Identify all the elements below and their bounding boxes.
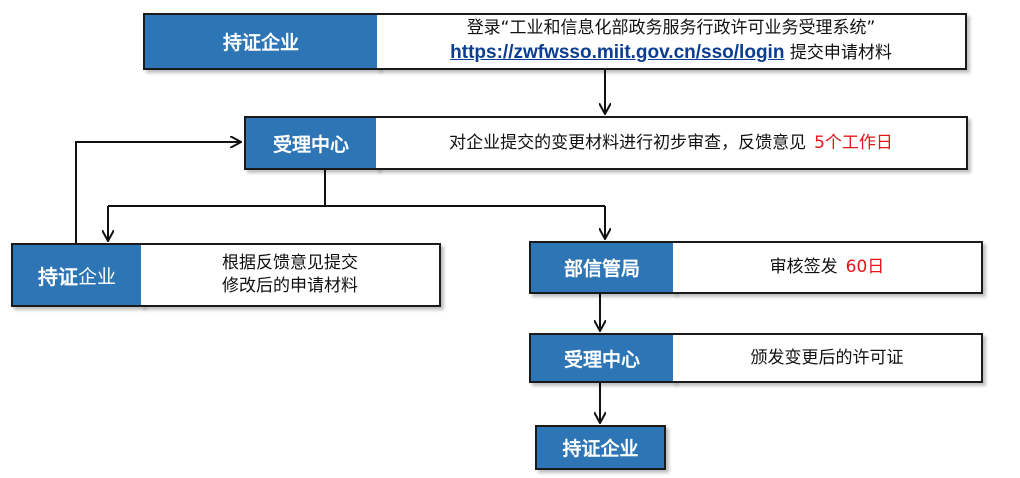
left-company-label-bold: 持证: [37, 264, 78, 289]
final-company-label: 持证企业: [535, 425, 666, 470]
left-company-line1: 根据反馈意见提交: [222, 253, 358, 274]
ministry-label-text: 部信管局: [563, 258, 640, 280]
top-login-suffix: 提交申请材料: [789, 43, 892, 64]
left-company-line2: 修改后的申请材料: [222, 276, 358, 296]
left-company-label: 持证企业: [11, 243, 143, 307]
center1-days: 5个工作日: [814, 132, 893, 153]
center2-text: 颁发变更后的许可证: [750, 347, 904, 368]
top-company-label-text: 持证企业: [222, 32, 299, 54]
center1-label: 受理中心: [244, 116, 378, 170]
center1-text: 对企业提交的变更材料进行初步审查，反馈意见: [449, 132, 807, 153]
ministry-description: 审核签发 60日: [673, 241, 983, 294]
ministry-text: 审核签发: [769, 257, 838, 278]
center2-label: 受理中心: [529, 333, 675, 383]
arrow-feedback-loop: [75, 142, 240, 243]
ministry-label: 部信管局: [529, 241, 675, 294]
left-company-description: 根据反馈意见提交 修改后的申请材料: [141, 243, 441, 307]
login-url-link[interactable]: https://zwfwsso.miit.gov.cn/sso/login: [450, 42, 785, 64]
top-login-description: 登录“工业和信息化部政务服务行政许可业务受理系统” https://zwfwss…: [377, 13, 967, 70]
ministry-days: 60日: [845, 257, 885, 278]
split-line: [108, 170, 326, 207]
center2-label-text: 受理中心: [563, 348, 640, 371]
top-company-label: 持证企业: [143, 13, 379, 70]
left-company-label-rest: 企业: [77, 265, 116, 288]
final-company-label-text: 持证企业: [562, 438, 639, 460]
center1-label-text: 受理中心: [272, 133, 349, 156]
center1-description: 对企业提交的变更材料进行初步审查，反馈意见 5个工作日: [376, 116, 968, 170]
top-login-line2: https://zwfwsso.miit.gov.cn/sso/login 提交…: [450, 40, 892, 66]
top-login-line1: 登录“工业和信息化部政务服务行政许可业务受理系统”: [466, 18, 876, 39]
center2-description: 颁发变更后的许可证: [673, 333, 983, 383]
